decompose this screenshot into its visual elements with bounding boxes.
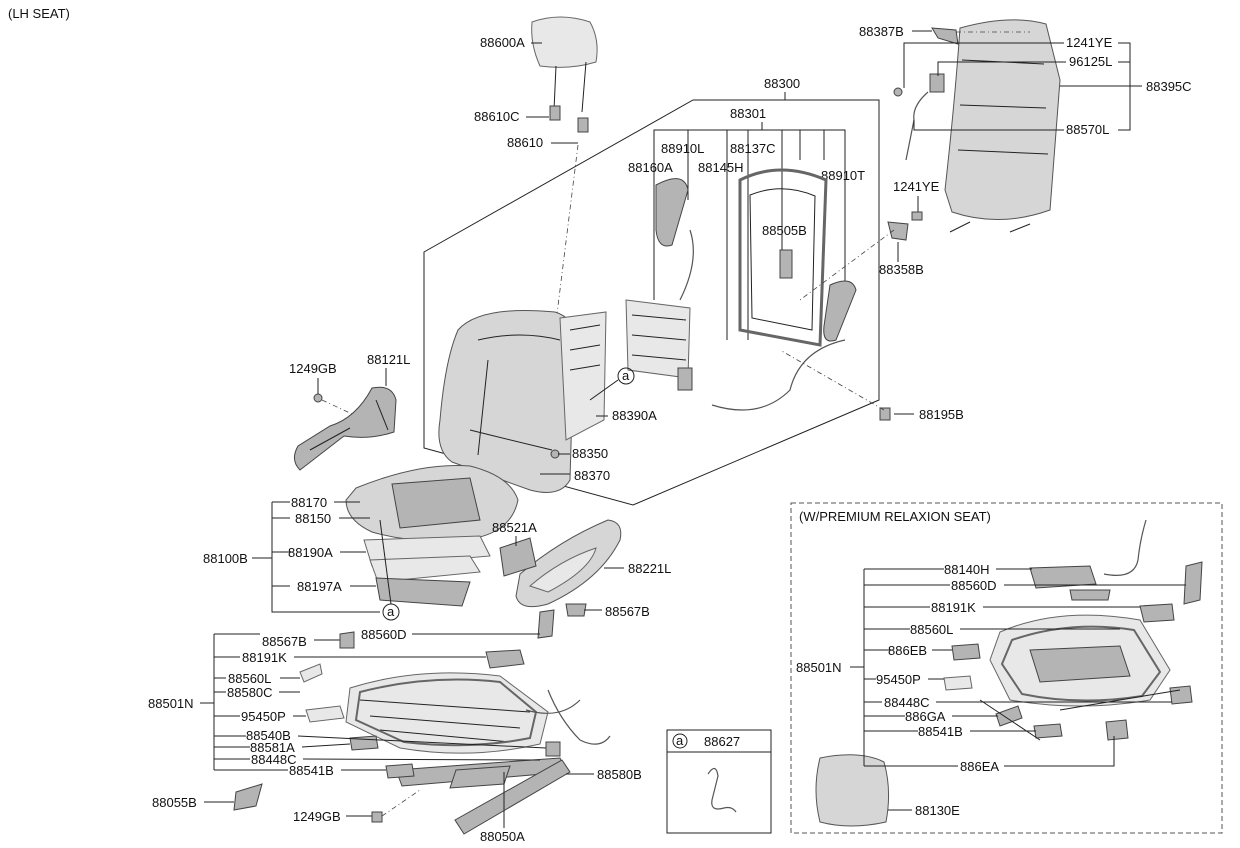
callout-88121L: 88121L xyxy=(367,352,410,367)
callout-88190A: 88190A xyxy=(288,545,333,560)
callout-88137C: 88137C xyxy=(730,141,776,156)
seatback-assembly-outline xyxy=(423,99,880,506)
premium-callout-95450P: 95450P xyxy=(876,672,921,687)
callout-88610C: 88610C xyxy=(474,109,520,124)
seatback-cushion-illustration xyxy=(438,310,607,493)
callout-88350: 88350 xyxy=(572,446,608,461)
side-trim-illustration xyxy=(499,519,622,617)
callout-88387B: 88387B xyxy=(859,24,904,39)
callout-88581A: 88581A xyxy=(250,740,295,755)
callout-88570L: 88570L xyxy=(1066,122,1109,137)
callout-1241YE-bottom: 1241YE xyxy=(893,179,940,194)
premium-relaxion-box xyxy=(790,502,1223,834)
seatback-frame-illustration xyxy=(625,168,857,411)
callout-88567B-left: 88567B xyxy=(262,634,307,649)
circle-a-label-cushion: a xyxy=(387,604,395,619)
bolt-1241YE-top xyxy=(893,87,903,97)
callout-88448C: 88448C xyxy=(251,752,297,767)
diagram-title: (LH SEAT) xyxy=(8,6,70,21)
premium-callout-886EA: 886EA xyxy=(960,759,999,774)
premium-callout-886GA: 886GA xyxy=(905,709,946,724)
callout-88910L: 88910L xyxy=(661,141,704,156)
callout-88301: 88301 xyxy=(730,106,766,121)
premium-seat-frame-illustration xyxy=(815,519,1203,827)
callout-88300: 88300 xyxy=(764,76,800,91)
callout-88370: 88370 xyxy=(574,468,610,483)
callout-88501N: 88501N xyxy=(148,696,194,711)
premium-box-title: (W/PREMIUM RELAXION SEAT) xyxy=(799,509,991,524)
premium-callout-88501N: 88501N xyxy=(796,660,842,675)
legend-symbol: a xyxy=(676,733,684,748)
callout-88150: 88150 xyxy=(295,511,331,526)
premium-callout-88140H: 88140H xyxy=(944,562,990,577)
callout-88580C: 88580C xyxy=(227,685,273,700)
premium-callout-88560L: 88560L xyxy=(910,622,953,637)
callout-88395C: 88395C xyxy=(1146,79,1192,94)
callout-88221L: 88221L xyxy=(628,561,671,576)
callout-88521A: 88521A xyxy=(492,520,537,535)
callout-88358B: 88358B xyxy=(879,262,924,277)
headrest-illustration xyxy=(531,16,598,133)
callout-88600A: 88600A xyxy=(480,35,525,50)
premium-callout-88448C: 88448C xyxy=(884,695,930,710)
callout-88100B: 88100B xyxy=(203,551,248,566)
callout-88050A: 88050A xyxy=(480,829,525,844)
callout-1249GB-bottom: 1249GB xyxy=(293,809,341,824)
premium-callout-88130E: 88130E xyxy=(915,803,960,818)
side-shield-illustration xyxy=(294,386,397,471)
premium-callout-88541B: 88541B xyxy=(918,724,963,739)
premium-callout-88191K: 88191K xyxy=(931,600,976,615)
seat-cushion-illustration xyxy=(345,465,519,607)
callout-88170: 88170 xyxy=(291,495,327,510)
callout-88560D: 88560D xyxy=(361,627,407,642)
callout-88610: 88610 xyxy=(507,135,543,150)
callout-88567B-right: 88567B xyxy=(605,604,650,619)
callout-88145H: 88145H xyxy=(698,160,744,175)
callout-88541B: 88541B xyxy=(289,763,334,778)
bolt-88195B xyxy=(879,407,891,421)
circle-a-label-seatback: a xyxy=(622,368,630,383)
seat-track-frame-illustration xyxy=(233,609,611,835)
premium-callout-88560D: 88560D xyxy=(951,578,997,593)
callout-88390A: 88390A xyxy=(612,408,657,423)
callout-1241YE-top: 1241YE xyxy=(1066,35,1113,50)
premium-callout-886EB: 886EB xyxy=(888,643,927,658)
callout-88055B: 88055B xyxy=(152,795,197,810)
legend-part-88627: 88627 xyxy=(704,734,740,749)
callout-88195B: 88195B xyxy=(919,407,964,422)
callout-88505B: 88505B xyxy=(762,223,807,238)
callout-1249GB-top: 1249GB xyxy=(289,361,337,376)
callout-88910T: 88910T xyxy=(821,168,865,183)
legend-box-88627 xyxy=(666,729,772,834)
callout-96125L: 96125L xyxy=(1069,54,1112,69)
seatback-back-cover-illustration xyxy=(887,19,1061,241)
callout-88560L: 88560L xyxy=(228,671,271,686)
callout-88191K: 88191K xyxy=(242,650,287,665)
callout-88160A: 88160A xyxy=(628,160,673,175)
callout-88540B: 88540B xyxy=(246,728,291,743)
callout-88580B: 88580B xyxy=(597,767,642,782)
callout-95450P: 95450P xyxy=(241,709,286,724)
reference-circle-a-seatback xyxy=(617,367,635,385)
callout-88197A: 88197A xyxy=(297,579,342,594)
